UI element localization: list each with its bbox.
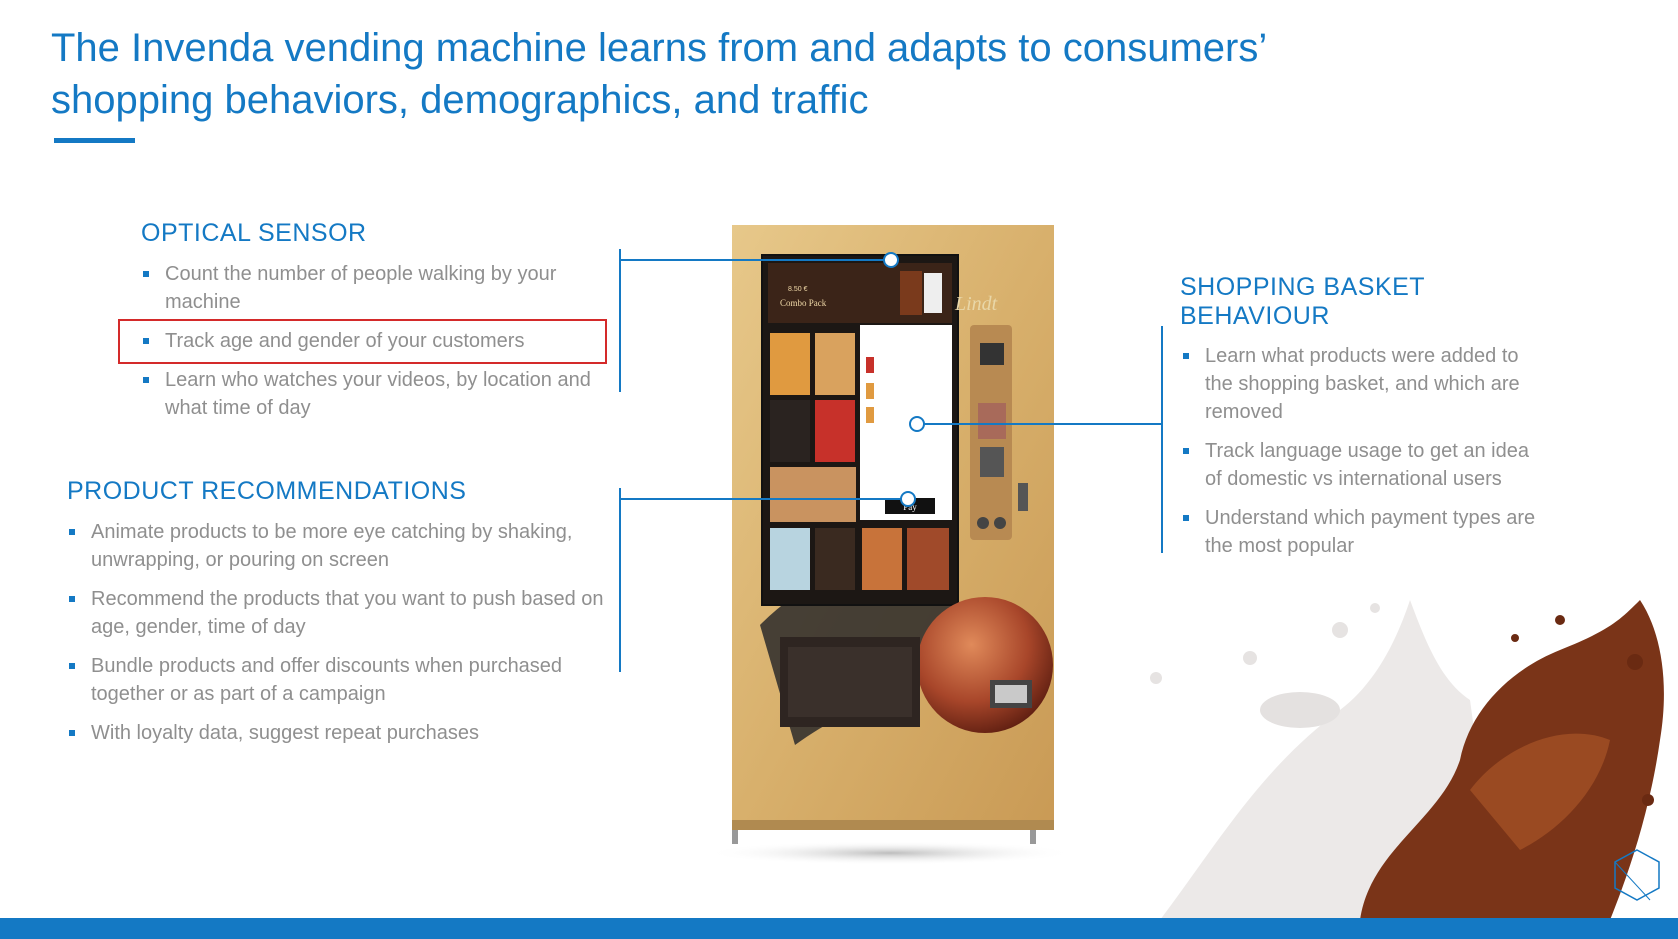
shopping-basket-item-1: Learn what products were added to the sh…: [1181, 342, 1551, 426]
milk-chocolate-splash: [1150, 600, 1664, 920]
product-recommendations-item-1: Animate products to be more eye catching…: [67, 518, 607, 574]
screen-banner-label: Combo Pack: [780, 298, 827, 308]
shopping-basket-heading: SHOPPING BASKET BEHAVIOUR: [1180, 273, 1425, 331]
bottom-bar: [0, 918, 1678, 939]
chocolate-splash: [1360, 600, 1664, 920]
product-recommendations-heading: PRODUCT RECOMMENDATIONS: [67, 477, 467, 505]
product-recommendations-item-2: Recommend the products that you want to …: [67, 585, 607, 641]
title-underline: [54, 138, 135, 143]
optical-sensor-list: Count the number of people walking by yo…: [141, 260, 601, 433]
machine-base: [732, 820, 1054, 830]
machine-foot-left: [732, 828, 738, 844]
floor-shadow: [705, 841, 1075, 865]
chocolate-ball: [917, 597, 1053, 733]
title-line-2: shopping behaviors, demographics, and tr…: [51, 78, 869, 122]
machine-handle: [1018, 483, 1028, 511]
product-recommendations-item-3: Bundle products and offer discounts when…: [67, 652, 607, 708]
payment-display: [980, 343, 1004, 365]
card-reader: [978, 403, 1006, 439]
banner-product-2: [924, 273, 942, 313]
brand-logo: Lindt: [954, 293, 998, 315]
machine-foot-right: [1030, 828, 1036, 844]
payment-button-right: [994, 517, 1006, 529]
small-display-screen: [995, 685, 1027, 703]
pickup-bin-inner: [788, 647, 912, 717]
basket-item-2: [866, 383, 874, 399]
vending-machine-illustration: Combo Pack 8.50 € Pay Lindt: [705, 225, 1075, 865]
banner-product: [900, 271, 922, 315]
page-title: The Invenda vending machine learns from …: [51, 22, 1551, 126]
hexagon-logo-icon: [1614, 849, 1660, 901]
highlight-box: [118, 319, 607, 364]
optical-sensor-item-3: Learn who watches your videos, by locati…: [141, 366, 601, 422]
product-recommendations-list: Animate products to be more eye catching…: [67, 518, 607, 758]
basket-item-1: [866, 357, 874, 373]
product-recommendations-item-4: With loyalty data, suggest repeat purcha…: [67, 719, 607, 747]
shopping-basket-heading-line-2: BEHAVIOUR: [1180, 302, 1330, 330]
contactless-pad: [980, 447, 1004, 477]
shopping-basket-heading-line-1: SHOPPING BASKET: [1180, 273, 1426, 301]
product-grid: [770, 333, 949, 590]
screen-pay-label: Pay: [903, 502, 917, 512]
shopping-basket-item-3: Understand which payment types are the m…: [1181, 504, 1551, 560]
basket-panel: [860, 325, 952, 520]
screen-banner-price: 8.50 €: [788, 286, 808, 293]
payment-button-left: [977, 517, 989, 529]
shopping-basket-list: Learn what products were added to the sh…: [1181, 342, 1551, 571]
optical-sensor-item-1: Count the number of people walking by yo…: [141, 260, 601, 316]
shopping-basket-item-2: Track language usage to get an idea of d…: [1181, 437, 1551, 493]
basket-item-3: [866, 407, 874, 423]
optical-sensor-heading: OPTICAL SENSOR: [141, 219, 367, 247]
optical-sensor-item-2: Track age and gender of your customers: [141, 327, 601, 355]
title-line-1: The Invenda vending machine learns from …: [51, 26, 1268, 70]
